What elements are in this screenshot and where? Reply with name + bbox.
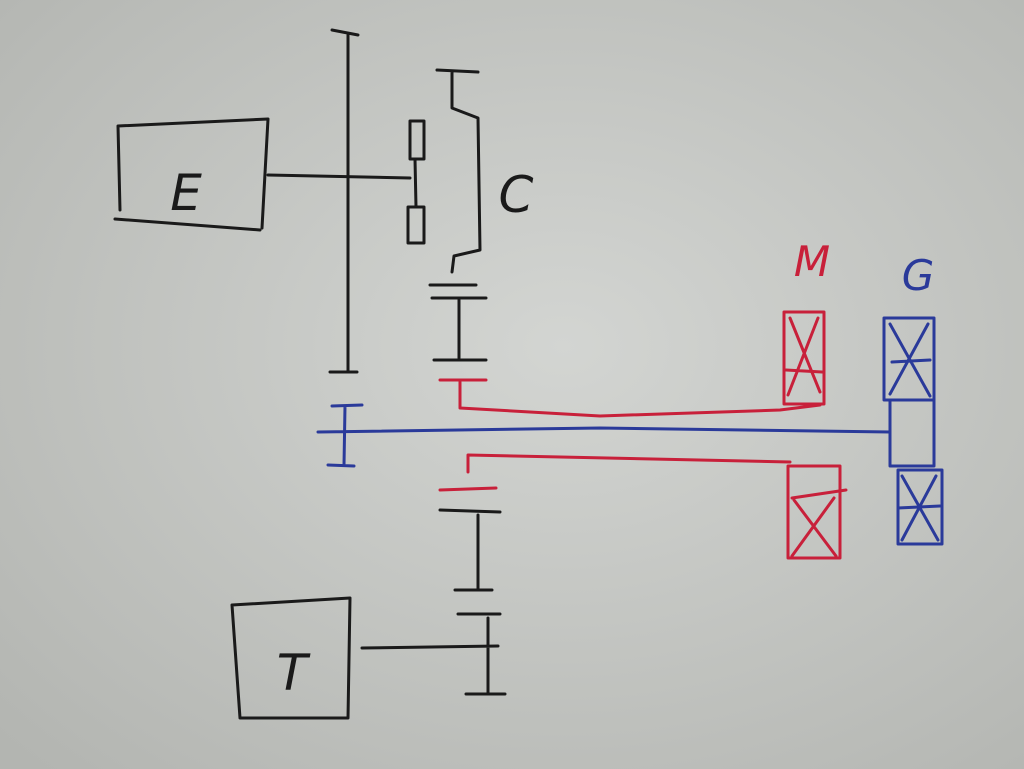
engine-label: E (170, 164, 202, 222)
motor-winding-top-cross (784, 316, 824, 397)
motor-label: M (794, 237, 830, 286)
motor-winding-top (782, 310, 826, 406)
motor-winding-bottom-cross (790, 488, 848, 558)
clutch-label: C (499, 166, 534, 224)
engine-shaft (266, 173, 412, 180)
generator-winding-bottom-cross (896, 474, 942, 542)
motor-upper-arm (438, 378, 822, 418)
generator-shaft (316, 403, 892, 468)
upper-gear-pair (428, 283, 488, 362)
generator-winding-top-cross (888, 322, 932, 398)
transmission-box (230, 596, 352, 720)
motor-lower-arm (438, 453, 792, 492)
generator-hub (888, 398, 936, 468)
engine-box (113, 117, 270, 232)
transmission-label: T (277, 644, 311, 702)
main-vertical-shaft (328, 28, 360, 374)
generator-label: G (902, 251, 935, 300)
transmission-shaft (360, 616, 507, 696)
clutch-link (413, 157, 418, 209)
clutch-plate-top (408, 119, 426, 161)
lower-gear-pair (438, 508, 502, 616)
clutch-housing (435, 68, 482, 274)
motor-winding-bottom (786, 464, 842, 560)
